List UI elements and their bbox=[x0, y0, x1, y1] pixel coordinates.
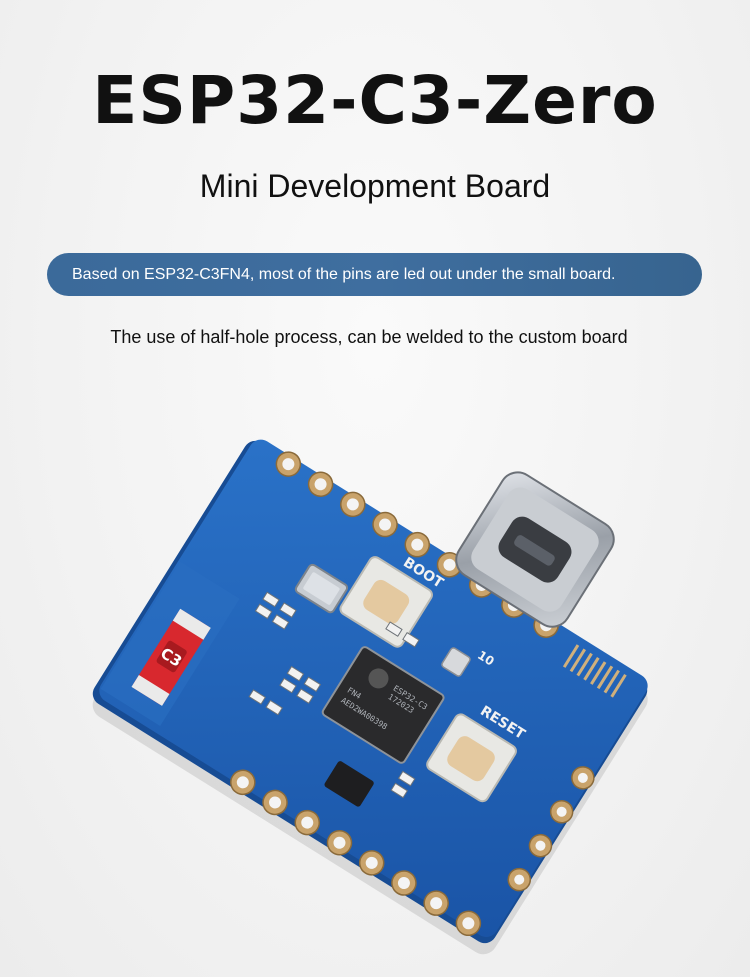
product-title: ESP32-C3-Zero bbox=[92, 62, 658, 139]
right-castellated-pads bbox=[507, 766, 595, 892]
highlight-banner: Based on ESP32-C3FN4, most of the pins a… bbox=[47, 253, 702, 296]
antenna-area: C3 bbox=[100, 561, 240, 726]
board-photo: C3 BOOT ESP32-C3 172023 FN4 AED2WA00398 bbox=[92, 439, 648, 955]
highlight-text: Based on ESP32-C3FN4, most of the pins a… bbox=[72, 266, 616, 283]
esp32-c3-chip: ESP32-C3 172023 FN4 AED2WA00398 bbox=[321, 646, 445, 764]
boot-button: BOOT bbox=[339, 555, 446, 648]
pcb-body: C3 BOOT ESP32-C3 172023 FN4 AED2WA00398 bbox=[92, 439, 648, 944]
usb-pins bbox=[562, 644, 627, 698]
feature-caption: The use of half-hole process, can be wel… bbox=[110, 327, 628, 347]
usb-c-connector bbox=[455, 471, 615, 628]
crystal-oscillator bbox=[294, 563, 349, 614]
product-subtitle: Mini Development Board bbox=[199, 168, 551, 204]
bottom-castellated-pads bbox=[230, 769, 482, 937]
passive-components bbox=[248, 591, 420, 799]
voltage-regulator bbox=[324, 761, 374, 807]
